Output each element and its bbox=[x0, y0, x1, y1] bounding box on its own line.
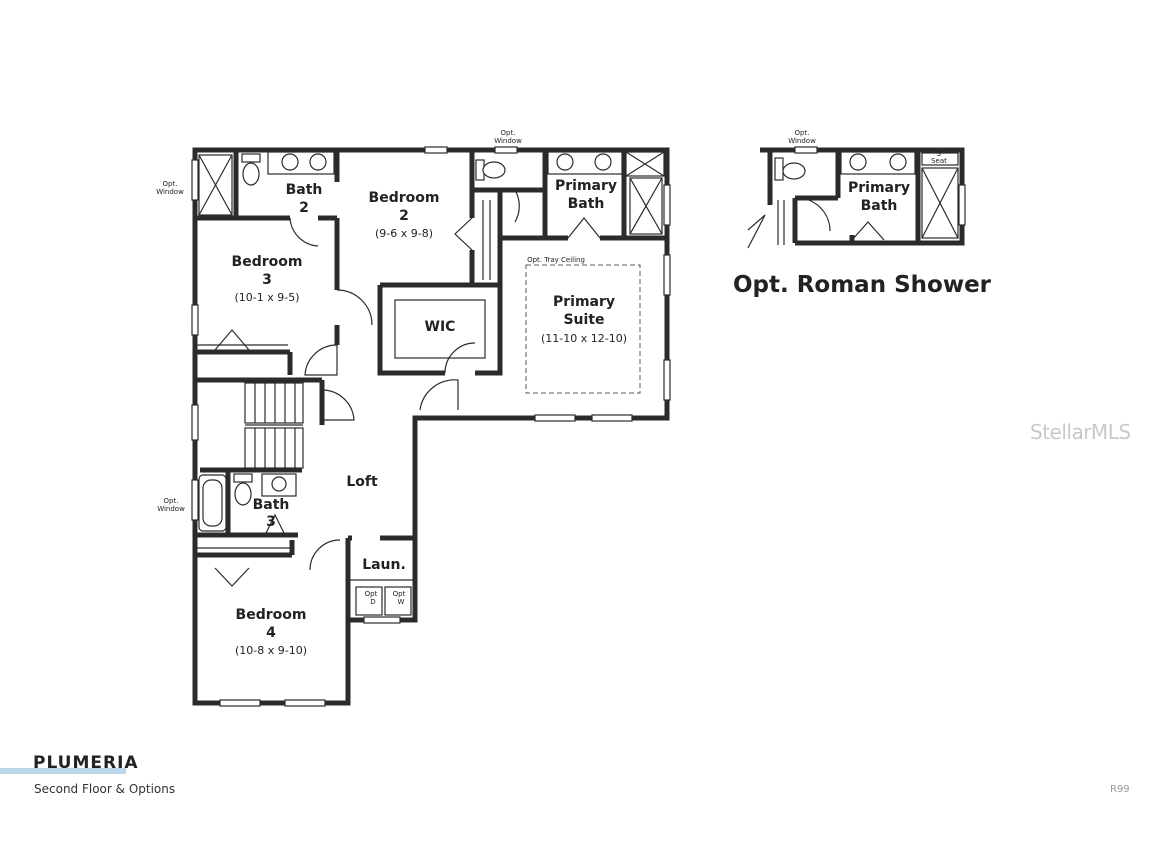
watermark: StellarMLS bbox=[1030, 420, 1131, 444]
door-swings bbox=[214, 189, 601, 587]
option-primary-bath-label-line2: Bath bbox=[861, 198, 898, 214]
bedroom2-dimensions: (9-6 x 9-8) bbox=[375, 227, 433, 240]
laundry-label: Laun. bbox=[362, 557, 406, 573]
opt-window-note-top-line2: Window bbox=[494, 137, 522, 145]
opt-dryer-label: Opt bbox=[365, 590, 378, 598]
bath3-number: 3 bbox=[266, 514, 276, 530]
primary-suite-label: Primary bbox=[553, 294, 615, 310]
interior-detail-lines bbox=[197, 200, 641, 581]
bedroom2-number: 2 bbox=[399, 208, 409, 224]
opt-window-note-left-lower: Opt. bbox=[164, 497, 179, 505]
staircase bbox=[244, 382, 304, 469]
bedroom3-label: Bedroom bbox=[232, 254, 303, 270]
opt-window-note-left-lower-line2: Window bbox=[157, 505, 185, 513]
primary-suite-dimensions: (11-10 x 12-10) bbox=[541, 332, 627, 345]
option-opt-window-note: Opt. bbox=[795, 129, 810, 137]
roman-shower-option bbox=[747, 146, 966, 249]
bedroom4-number: 4 bbox=[266, 625, 276, 641]
opt-washer-letter: W bbox=[398, 598, 405, 606]
plan-name: PLUMERIA bbox=[33, 753, 139, 773]
bedroom4-label: Bedroom bbox=[236, 607, 307, 623]
bath3-label: Bath bbox=[253, 497, 290, 513]
option-primary-bath-label: Primary bbox=[848, 180, 910, 196]
opt-dryer-letter: D bbox=[370, 598, 375, 606]
plan-code: R99 bbox=[1110, 784, 1130, 795]
wic-label: WIC bbox=[425, 319, 456, 335]
opt-window-note-left-upper: Opt. bbox=[163, 180, 178, 188]
seat-note: 3 bbox=[937, 150, 941, 158]
tray-ceiling-note: Opt. Tray Ceiling bbox=[527, 256, 585, 264]
bedroom4-dimensions: (10-8 x 9-10) bbox=[235, 644, 307, 657]
bath2-label: Bath bbox=[286, 182, 323, 198]
plumbing-fixtures bbox=[198, 151, 665, 616]
brand-accent-bar bbox=[0, 768, 126, 774]
opt-window-note-top: Opt. bbox=[501, 129, 516, 137]
primary-bath-label-line2: Bath bbox=[568, 196, 605, 212]
bedroom3-number: 3 bbox=[262, 272, 272, 288]
bedroom2-label: Bedroom bbox=[369, 190, 440, 206]
opt-washer-label: Opt bbox=[393, 590, 406, 598]
bedroom3-dimensions: (10-1 x 9-5) bbox=[234, 291, 299, 304]
bath2-number: 2 bbox=[299, 200, 309, 216]
interior-walls bbox=[195, 150, 667, 620]
plan-subtitle: Second Floor & Options bbox=[34, 782, 176, 796]
option-title: Opt. Roman Shower bbox=[733, 272, 992, 298]
tray-ceiling-outline bbox=[525, 264, 641, 394]
opt-window-note-left-upper-line2: Window bbox=[156, 188, 184, 196]
loft-label: Loft bbox=[346, 474, 378, 490]
primary-bath-label: Primary bbox=[555, 178, 617, 194]
primary-suite-label-line2: Suite bbox=[563, 312, 604, 328]
seat-note-line2: Seat bbox=[931, 157, 947, 165]
option-opt-window-note-line2: Window bbox=[788, 137, 816, 145]
windows bbox=[191, 146, 671, 707]
